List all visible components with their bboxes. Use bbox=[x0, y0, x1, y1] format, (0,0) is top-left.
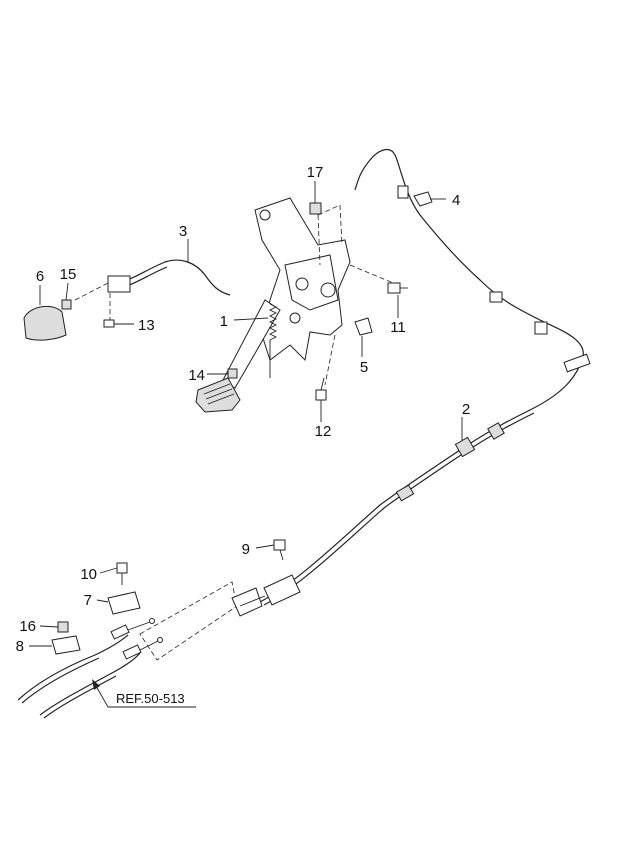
cable-3 bbox=[74, 259, 231, 322]
callout-16: 16 bbox=[19, 618, 36, 635]
part-14-nut bbox=[227, 368, 238, 379]
part-4-clip bbox=[413, 191, 433, 207]
part-15-nut bbox=[61, 299, 72, 310]
callout-4: 4 bbox=[452, 192, 460, 209]
front-cable bbox=[259, 148, 591, 606]
cable-brackets bbox=[231, 574, 301, 617]
callout-11: 11 bbox=[390, 319, 406, 336]
part-11-bolt bbox=[387, 282, 408, 294]
callout-15: 15 bbox=[60, 266, 77, 283]
part-10-bolt bbox=[116, 562, 128, 585]
part-6-cover bbox=[23, 305, 67, 341]
reference-label: REF.50-513 bbox=[116, 691, 185, 706]
callout-5: 5 bbox=[360, 359, 368, 376]
part-7-bracket bbox=[107, 591, 141, 615]
callout-10: 10 bbox=[80, 566, 97, 583]
part-5-clip bbox=[354, 317, 373, 336]
callout-8: 8 bbox=[16, 638, 24, 655]
part-17-nut bbox=[309, 202, 322, 215]
callout-1: 1 bbox=[220, 313, 228, 330]
part-8-bracket bbox=[51, 635, 81, 655]
callout-17: 17 bbox=[307, 164, 324, 181]
callout-7: 7 bbox=[84, 592, 92, 609]
callout-13: 13 bbox=[138, 317, 155, 334]
parking-brake-pedal-assembly bbox=[195, 197, 399, 413]
part-12-bolt bbox=[315, 377, 327, 401]
callout-12: 12 bbox=[315, 423, 332, 440]
leader-lines bbox=[29, 181, 463, 708]
callout-14: 14 bbox=[188, 367, 205, 384]
part-9-bolt bbox=[273, 539, 286, 561]
part-16-nut bbox=[57, 621, 69, 633]
callout-2: 2 bbox=[462, 401, 470, 418]
callout-3: 3 bbox=[179, 223, 187, 240]
part-13-bolt bbox=[103, 319, 115, 328]
callout-labels: 1 2 3 4 5 6 7 8 9 10 11 12 13 14 15 16 1… bbox=[16, 164, 471, 706]
callout-9: 9 bbox=[242, 541, 250, 558]
rear-cables bbox=[17, 618, 163, 719]
callout-6: 6 bbox=[36, 268, 44, 285]
